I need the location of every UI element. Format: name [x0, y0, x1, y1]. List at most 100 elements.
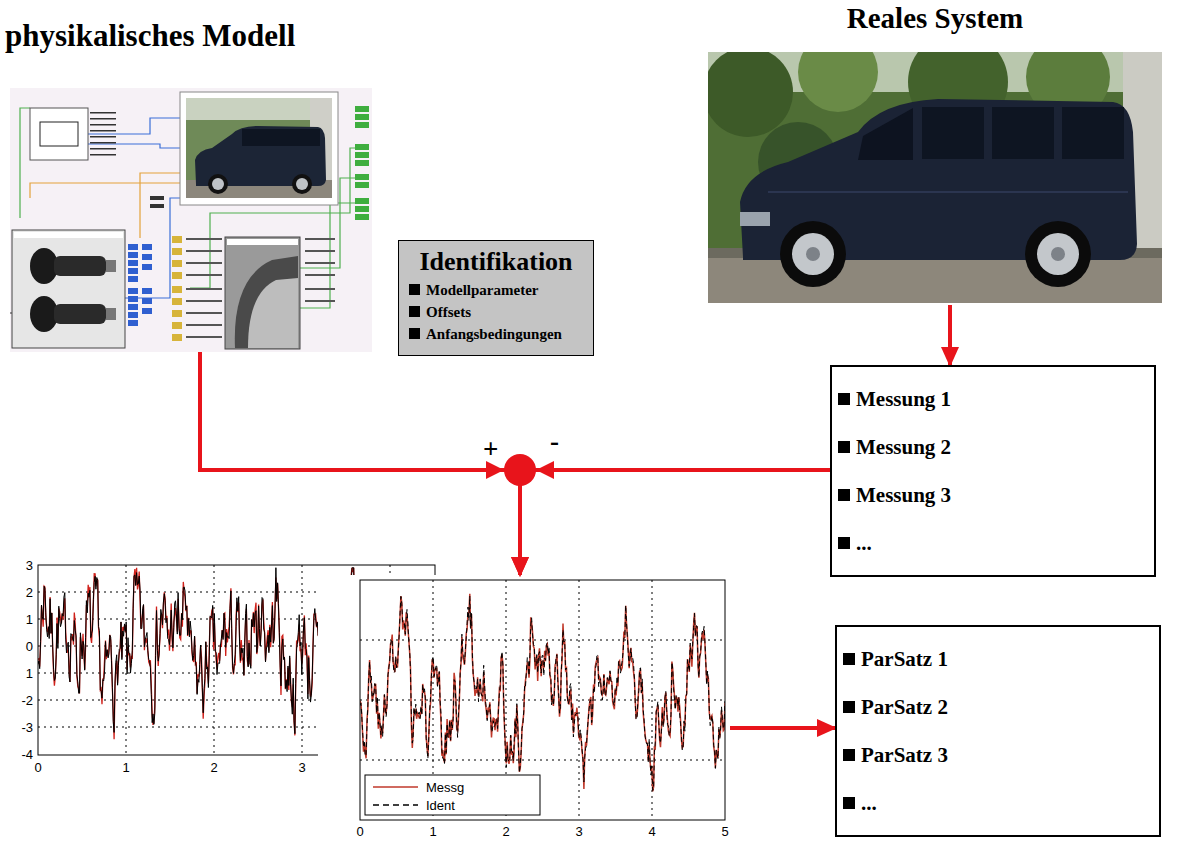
list-item: Modellparameter — [409, 279, 583, 301]
drawing-part — [128, 260, 138, 266]
drawing-part — [106, 260, 116, 272]
drawing-part — [186, 324, 222, 326]
drawing-part — [90, 112, 116, 114]
flow-arrow — [730, 726, 835, 730]
axis-tick-label: 3 — [26, 558, 33, 573]
drawing-part — [305, 238, 335, 240]
drawing-part — [125, 198, 180, 298]
drawing-part — [186, 262, 222, 264]
drawing-part — [172, 260, 182, 267]
panel-title: physikalisches Modell — [5, 18, 372, 54]
drawing-part — [90, 142, 116, 144]
drawing-part — [1037, 233, 1079, 275]
sum-sign: + — [483, 434, 498, 465]
drawing-part — [355, 144, 369, 150]
axis-tick-label: 1 — [26, 612, 33, 627]
drawing-part — [858, 108, 913, 160]
drawing-part — [186, 336, 222, 338]
drawing-part — [172, 286, 182, 293]
drawing-part — [142, 288, 152, 294]
drawing-part — [128, 244, 152, 326]
drawing-part — [355, 206, 369, 212]
item-text: Messung 1 — [856, 387, 951, 411]
drawing-part — [355, 214, 369, 220]
axis-tick-label: 1 — [429, 824, 436, 839]
drawing-part — [20, 108, 30, 218]
drawing-part — [305, 288, 335, 290]
drawing-part — [1025, 221, 1091, 287]
drawing-part — [504, 454, 536, 486]
flow-arrow — [948, 305, 952, 365]
drawing-part — [90, 124, 116, 126]
parameter-set-box: ParSatz 1ParSatz 2ParSatz 3... — [835, 625, 1161, 837]
drawing-part — [798, 52, 878, 112]
drawing-part — [10, 88, 372, 352]
grid-line — [579, 580, 580, 820]
drawing-part — [792, 233, 834, 275]
drawing-part — [296, 178, 308, 190]
drawing-part — [54, 256, 106, 276]
box-heading: Identifikation — [409, 245, 583, 279]
axis-tick-label: 2 — [502, 824, 509, 839]
list-item: ... — [843, 779, 1153, 827]
drawing-part — [142, 254, 152, 260]
flow-arrow — [520, 470, 830, 575]
drawing-part — [172, 236, 182, 341]
axis-tick-label: 3 — [298, 760, 305, 775]
bullet-square — [838, 393, 850, 405]
model-illustration — [10, 88, 372, 352]
axis-tick-label: 1 — [122, 760, 129, 775]
axis-tick-label: 2 — [210, 760, 217, 775]
item-text: ... — [861, 791, 877, 815]
list-item: ParSatz 1 — [843, 635, 1153, 683]
drawing-part — [128, 268, 138, 274]
identification-plot — [318, 575, 730, 843]
drawing-part — [186, 300, 222, 302]
drawing-part — [708, 257, 1162, 303]
item-text: Offsets — [426, 304, 471, 320]
drawing-part — [172, 298, 182, 305]
item-text: Messung 2 — [856, 435, 951, 459]
bullet-square — [843, 653, 855, 665]
drawing-part — [208, 174, 228, 194]
drawing-part — [355, 122, 369, 128]
identified-signal — [360, 596, 725, 790]
drawing-part — [355, 182, 369, 188]
bullet-square — [838, 441, 850, 453]
drawing-part — [40, 122, 78, 146]
list-item: Anfangsbedingungen — [409, 323, 583, 345]
drawing-part — [128, 304, 138, 310]
drawing-part — [128, 312, 138, 318]
measurement-box: Messung 1Messung 2Messung 3... — [830, 365, 1156, 577]
drawing-part — [30, 248, 58, 284]
axis-tick-label: 5 — [721, 824, 728, 839]
drawing-part — [360, 580, 725, 820]
drawing-part — [186, 250, 222, 252]
bullet-square — [409, 328, 420, 339]
drawing-part — [14, 232, 123, 238]
drawing-part — [172, 272, 182, 279]
drawing-part — [318, 575, 730, 843]
list-item: Messung 1 — [838, 375, 1148, 423]
drawing-part — [373, 786, 418, 788]
bullet-square — [409, 306, 420, 317]
drawing-part — [740, 212, 770, 226]
drawing-part — [186, 98, 332, 198]
drawing-part — [305, 300, 335, 302]
bullet-square — [838, 537, 850, 549]
list-item: ParSatz 2 — [843, 683, 1153, 731]
drawing-part — [128, 276, 138, 282]
drawing-part — [180, 92, 338, 205]
drawing-part — [708, 52, 793, 137]
drawing-part — [355, 106, 369, 112]
drawing-part — [128, 252, 138, 258]
drawing-part — [30, 296, 58, 332]
bullet-square — [843, 749, 855, 761]
drawing-part — [235, 256, 298, 348]
plot-panel: 012345 — [318, 575, 730, 843]
item-text: ... — [856, 531, 872, 555]
item-text: Modellparameter — [426, 282, 538, 298]
drawing-part — [1051, 247, 1065, 261]
grid-line — [360, 760, 725, 761]
